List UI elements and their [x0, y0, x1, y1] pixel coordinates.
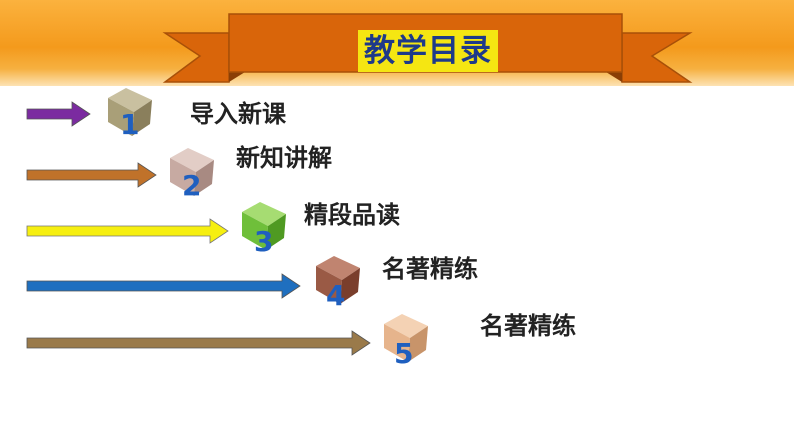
- item-number-5: 5: [394, 337, 414, 370]
- arrow-shape: [26, 101, 91, 127]
- arrow-shape: [26, 273, 301, 299]
- page-title: 教学目录: [364, 32, 492, 69]
- menu-item-4[interactable]: 名著精练: [382, 255, 478, 283]
- arrow-icon-4: [26, 273, 301, 299]
- cube-icon-4: [316, 256, 360, 304]
- title-box: 教学目录: [358, 30, 498, 72]
- cube-icon-1: [108, 88, 152, 136]
- menu-item-5[interactable]: 名著精练: [480, 312, 576, 340]
- arrow-icon-2: [26, 162, 157, 188]
- arrow-icon-5: [26, 330, 371, 356]
- item-number-3: 3: [254, 225, 274, 258]
- arrow-shape: [26, 162, 157, 188]
- arrow-shape: [26, 218, 229, 244]
- item-number-2: 2: [182, 169, 202, 202]
- item-number-1: 1: [120, 108, 140, 141]
- cube-icon-5: [384, 314, 428, 362]
- arrow-shape: [26, 330, 371, 356]
- menu-item-3[interactable]: 精段品读: [304, 201, 400, 229]
- arrow-icon-3: [26, 218, 229, 244]
- menu-item-1[interactable]: 导入新课: [190, 100, 286, 128]
- cube-icon-2: [170, 148, 214, 196]
- item-number-4: 4: [326, 279, 346, 312]
- arrow-icon-1: [26, 101, 91, 127]
- menu-item-2[interactable]: 新知讲解: [236, 144, 332, 172]
- cube-icon-3: [242, 202, 286, 250]
